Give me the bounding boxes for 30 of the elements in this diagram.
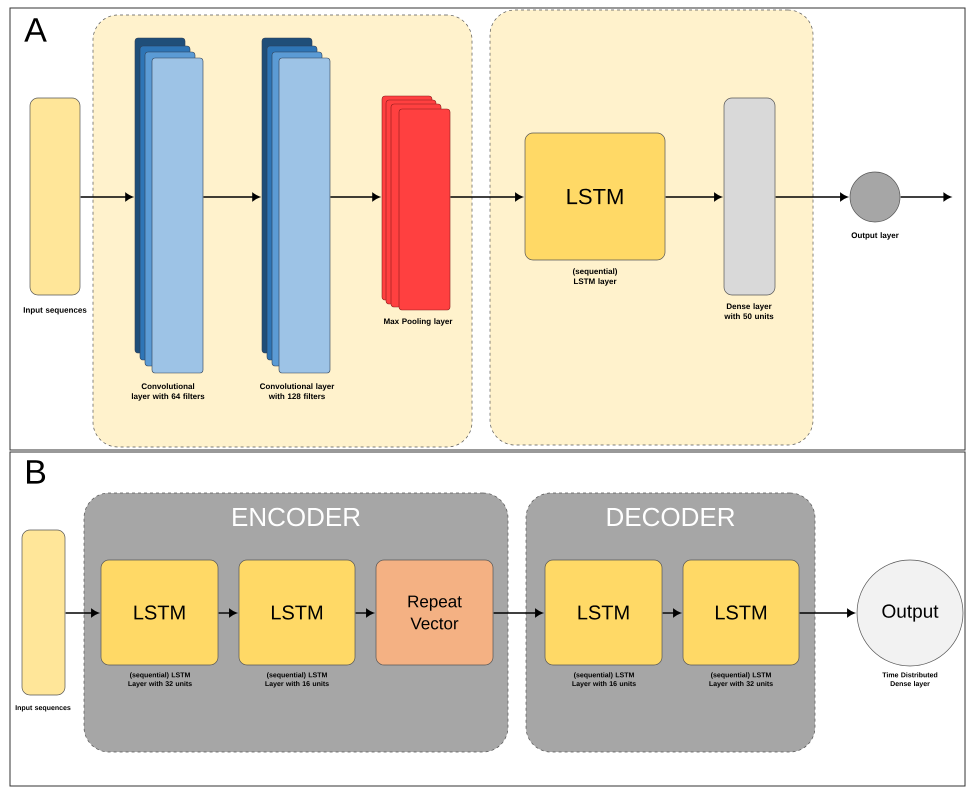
arrow bbox=[776, 192, 848, 202]
arrow bbox=[218, 608, 237, 618]
layer-box: LSTM bbox=[524, 132, 666, 260]
panel-letter: A bbox=[24, 18, 47, 42]
layer-caption: Output layer bbox=[852, 232, 899, 240]
layer-box: LSTM bbox=[544, 560, 662, 666]
arrow bbox=[662, 608, 681, 618]
layer-caption: Input sequences bbox=[24, 307, 86, 314]
arrow bbox=[66, 608, 99, 618]
arrow bbox=[494, 608, 543, 618]
arrow bbox=[356, 608, 374, 618]
group-heading: DECODER bbox=[608, 508, 734, 526]
layer-box: Repeat Vector bbox=[376, 560, 494, 666]
arrow bbox=[800, 608, 855, 618]
layer-box: LSTM bbox=[100, 560, 218, 666]
layer-caption: Dense layer with 50 units bbox=[724, 303, 774, 320]
panel-letter: B bbox=[27, 460, 46, 484]
layer-box: LSTM bbox=[238, 560, 356, 666]
arrow bbox=[666, 192, 722, 202]
layer-caption: Convolutional layer with 128 filters bbox=[260, 383, 334, 400]
arrow bbox=[450, 192, 523, 202]
group-heading: ENCODER bbox=[233, 508, 360, 526]
layer-caption: Convolutional layer with 64 filters bbox=[132, 383, 204, 401]
layer-box: LSTM bbox=[682, 560, 800, 666]
layer-caption: (sequential) LSTM layer bbox=[572, 268, 618, 286]
layer-caption: Max Pooling layer bbox=[384, 318, 452, 326]
arrow bbox=[80, 192, 133, 202]
arrow bbox=[204, 192, 260, 202]
arrow bbox=[900, 192, 952, 202]
arrow bbox=[330, 192, 380, 202]
